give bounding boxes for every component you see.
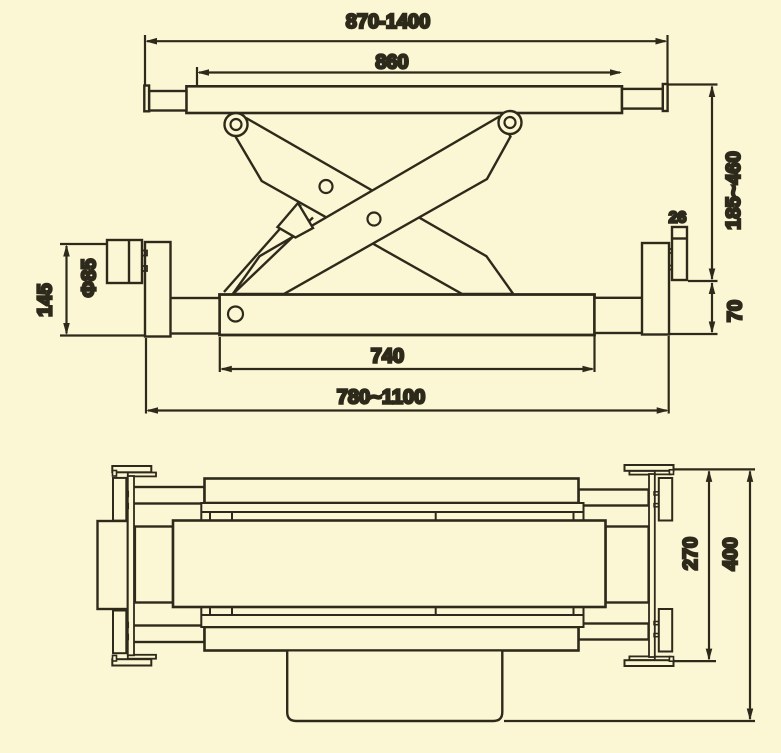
svg-text:870-1400: 870-1400: [346, 11, 431, 33]
svg-text:400: 400: [720, 537, 742, 570]
svg-text:26: 26: [669, 210, 687, 227]
svg-text:185~460: 185~460: [723, 151, 745, 229]
svg-text:145: 145: [35, 283, 57, 316]
svg-text:70: 70: [725, 300, 747, 322]
svg-text:270: 270: [680, 537, 702, 570]
svg-text:Φ85: Φ85: [79, 259, 101, 298]
svg-text:780~1100: 780~1100: [337, 386, 425, 408]
svg-text:860: 860: [375, 52, 408, 74]
svg-text:740: 740: [371, 346, 404, 368]
